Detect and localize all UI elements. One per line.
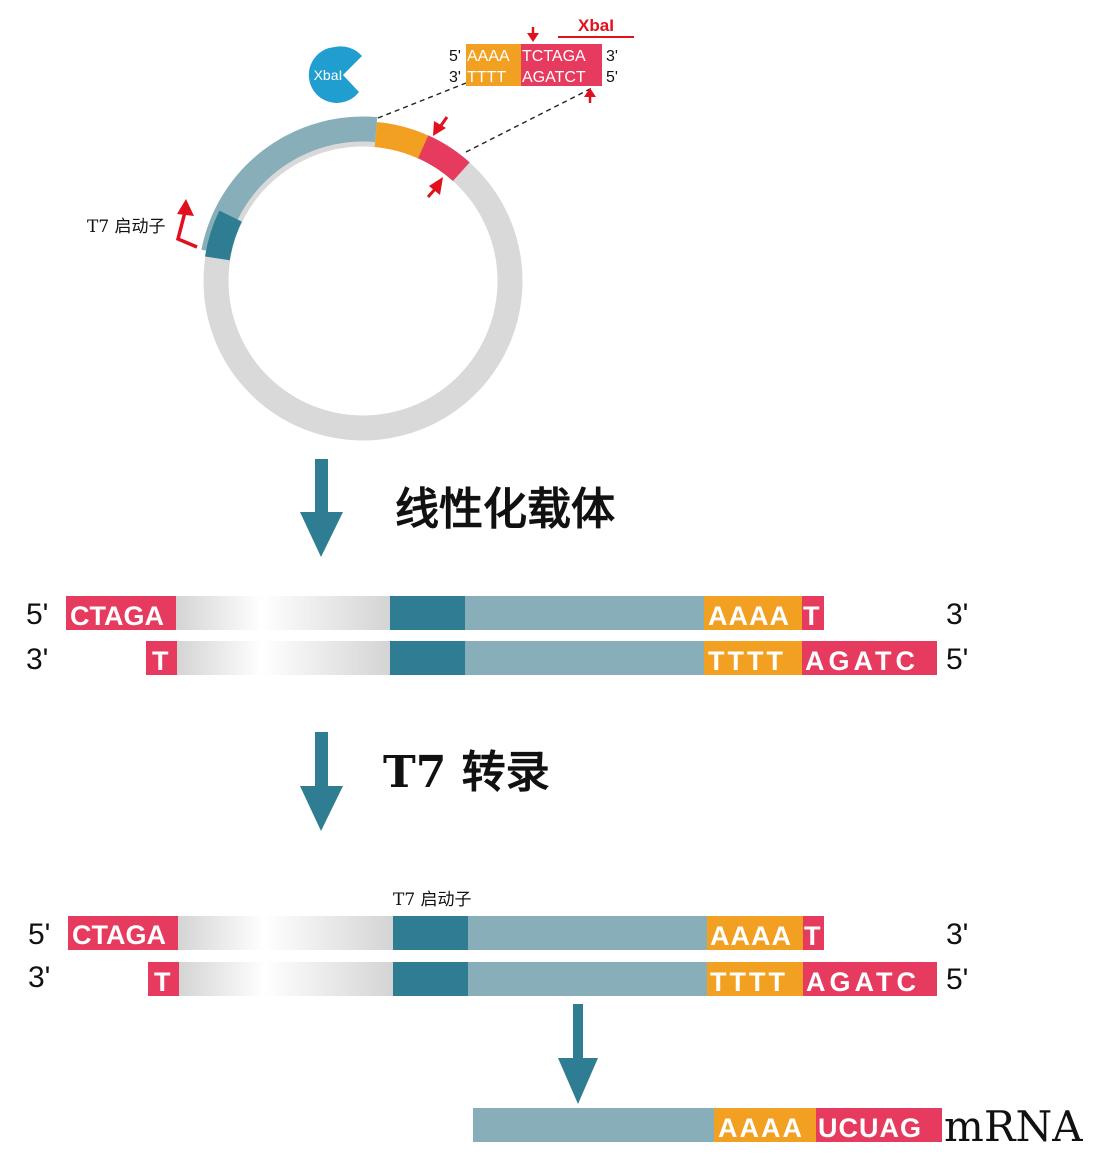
mrna-orange [714, 1108, 816, 1142]
linear-bot-5-end: 5' [946, 643, 968, 676]
site-bot-pink-seq: AGATCT [522, 69, 586, 86]
site-top-pink-seq: TCTAGA [522, 48, 586, 65]
linear-top-pink-left-seq: CTAGA [70, 601, 164, 631]
xbai-enzyme-label: XbaI [314, 67, 343, 83]
plasmid-cut-arrow-icon [426, 177, 443, 198]
tmpl-top-promoter [393, 916, 468, 950]
tmpl-bot-orange-seq: TTTT [710, 967, 788, 997]
tmpl-bot-3-end: 3' [28, 961, 50, 994]
tmpl-bot-pink-right-seq: AGATC [806, 967, 920, 997]
linear-bot-backbone [465, 641, 704, 675]
xbai-site-title: XbaI [578, 16, 614, 35]
xbai-site-zoom: XbaI 5' AAAA TCTAGA 3' 3' TTTT AGATCT 5' [449, 16, 634, 103]
mrna-backbone [473, 1108, 714, 1142]
site-bot-3-end: 3' [449, 69, 461, 86]
linear-top-orange-seq: AAAA [708, 601, 790, 631]
site-bot-orange-seq: TTTT [467, 69, 506, 86]
tmpl-top-3-end: 3' [946, 918, 968, 951]
linear-top-backbone [465, 596, 704, 630]
tmpl-bot-promoter [393, 962, 468, 996]
tmpl-bot-pink-right [803, 962, 937, 996]
site-top-pink [521, 44, 602, 66]
tmpl-top-orange-seq: AAAA [710, 921, 792, 951]
xbai-enzyme-icon [308, 46, 362, 103]
mrna-label: mRNA [944, 1102, 1083, 1151]
tmpl-top-pink-left [68, 916, 178, 950]
mrna-orange-seq: AAAA [718, 1113, 804, 1143]
mrna-arrow-icon [558, 1004, 598, 1104]
mrna-pink-seq: UCUAG [818, 1113, 922, 1143]
step1-arrow-icon [300, 459, 343, 557]
linear-bot-3-end: 3' [26, 643, 48, 676]
tmpl-top-5-end: 5' [28, 918, 50, 951]
transcription-template: T7 启动子 5' 3' 3' 5' CTAGA AAAA T T TTTT A… [28, 890, 968, 997]
tmpl-top-pink-right [803, 916, 824, 950]
linear-bot-pink-right-seq: AGATC [805, 646, 919, 676]
step1-label: 线性化载体 [395, 484, 615, 535]
site-bot-5-end: 5' [606, 69, 618, 86]
linear-top-3-end: 3' [946, 598, 968, 631]
site-top-cut-arrow-icon [527, 27, 539, 42]
site-top-orange [466, 44, 521, 66]
linear-top-promoter [390, 596, 465, 630]
linear-bot-fade [177, 641, 390, 675]
linear-top-pink-right-seq: T [803, 601, 820, 631]
plasmid-backbone-segment [201, 116, 378, 255]
zoom-line [377, 82, 467, 119]
tmpl-bot-5-end: 5' [946, 963, 968, 996]
linearized-vector: 5' 3' 3' 5' CTAGA AAAA T T TTTT AGATC [26, 596, 968, 676]
linear-bot-pink-left-seq: T [152, 646, 169, 676]
site-bot-pink [521, 66, 602, 86]
linear-top-fade [176, 596, 390, 630]
plasmid-promoter-label: T7 启动子 [87, 217, 166, 237]
plasmid-cut-arrow-icon [433, 116, 449, 136]
tmpl-top-orange [707, 916, 803, 950]
promoter-arrowhead-icon [177, 199, 194, 216]
promoter-arrow-icon [175, 207, 198, 249]
tmpl-bot-orange [707, 962, 803, 996]
tmpl-top-backbone [468, 916, 707, 950]
linear-top-5-end: 5' [26, 598, 48, 631]
template-promoter-label: T7 启动子 [393, 890, 472, 910]
plasmid-promoter-segment [205, 210, 242, 261]
linear-bot-promoter [390, 641, 465, 675]
site-top-5-end: 5' [449, 48, 461, 65]
linear-top-pink-right [802, 596, 824, 630]
linear-bot-pink-left [146, 641, 177, 675]
tmpl-top-fade [178, 916, 393, 950]
tmpl-bot-pink-left-seq: T [154, 967, 171, 997]
site-bot-orange [466, 66, 521, 86]
linear-bot-pink-right [802, 641, 937, 675]
site-bot-cut-arrow-icon [584, 88, 596, 103]
plasmid-orange-segment [374, 122, 431, 160]
tmpl-top-pink-right-seq: T [804, 921, 821, 951]
step2-arrow-icon [300, 732, 343, 831]
plasmid: XbaI T7 启动子 [87, 46, 593, 441]
linear-bot-orange-seq: TTTT [708, 646, 786, 676]
site-top-orange-seq: AAAA [467, 48, 510, 65]
tmpl-top-pink-left-seq: CTAGA [72, 920, 166, 950]
tmpl-bot-fade [179, 962, 393, 996]
zoom-line [465, 87, 593, 153]
tmpl-bot-backbone [468, 962, 707, 996]
linear-top-orange [704, 596, 802, 630]
mrna-pink [816, 1108, 942, 1142]
mrna-strand: AAAA UCUAG mRNA [473, 1102, 1083, 1151]
tmpl-bot-pink-left [148, 962, 179, 996]
plasmid-xbai-site-segment [417, 135, 470, 182]
linear-top-pink-left [66, 596, 176, 630]
linear-bot-orange [704, 641, 802, 675]
site-top-3-end: 3' [606, 48, 618, 65]
step2-label: T7 转录 [383, 747, 550, 798]
